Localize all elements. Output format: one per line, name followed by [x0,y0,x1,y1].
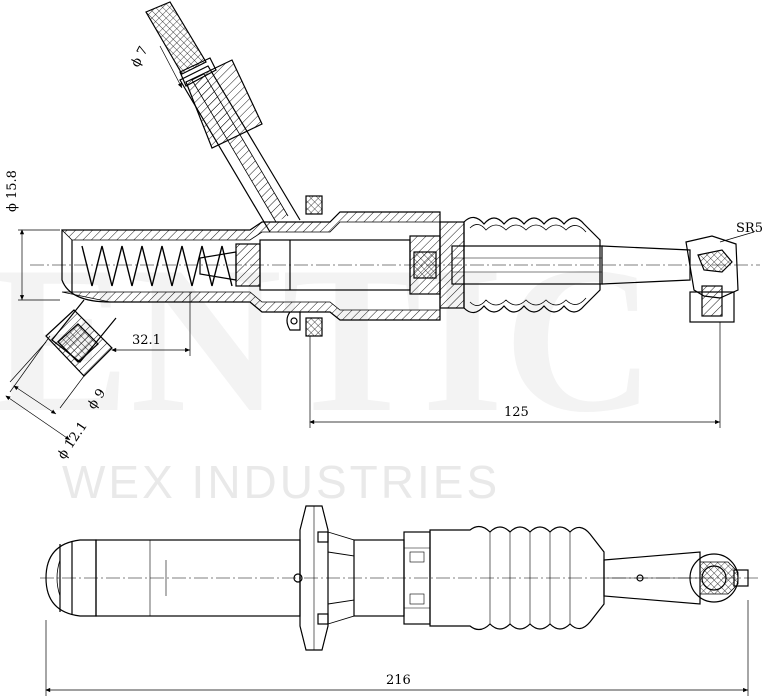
dim-phi9-ext-a [9,341,47,383]
top-section-view [30,1,760,377]
piston-seal [235,243,261,287]
inlet-threaded-end [145,1,207,75]
clevis-pin [733,569,749,587]
bottom-dimensions [45,600,749,696]
dim-phi15-label: ϕ 15.8 [5,170,20,212]
bleed-boss [286,311,301,331]
dim-sr5-leader [719,231,755,243]
dim-phi12-line [5,395,71,441]
dim-216-label: 216 [386,673,411,688]
dim-phi12-ext [9,335,51,393]
watermark: ENTIC WEX INDUSTRIES [0,224,655,508]
flange-nut-bottom [317,613,329,625]
top-dimensions [5,45,755,441]
dim-125-label: 125 [504,405,529,420]
push-rod [451,245,603,285]
dim-32-label: 32.1 [132,333,161,348]
watermark-company: WEX INDUSTRIES [62,456,500,508]
dim-phi7-label: ϕ 7 [128,44,151,70]
flange-nut-top [317,531,329,543]
dim-sr5-label: SR5 [736,221,763,236]
bottom-exterior-view [40,505,760,651]
inlet-hose-fitting [185,59,263,149]
flange-bolt-bottom [305,317,323,337]
mounting-flange [299,505,329,651]
exterior-push-rod [603,551,701,605]
dim-phi7-leader [159,45,183,89]
clevis-end [685,235,739,299]
return-spring [81,245,233,287]
piston-tip [199,251,237,281]
watermark-brand: ENTIC [0,224,655,456]
body-wall-lower [61,291,441,321]
flange-bolt-top [305,195,323,215]
reservoir-inlet-tube [179,65,301,233]
dust-boot [463,216,601,314]
